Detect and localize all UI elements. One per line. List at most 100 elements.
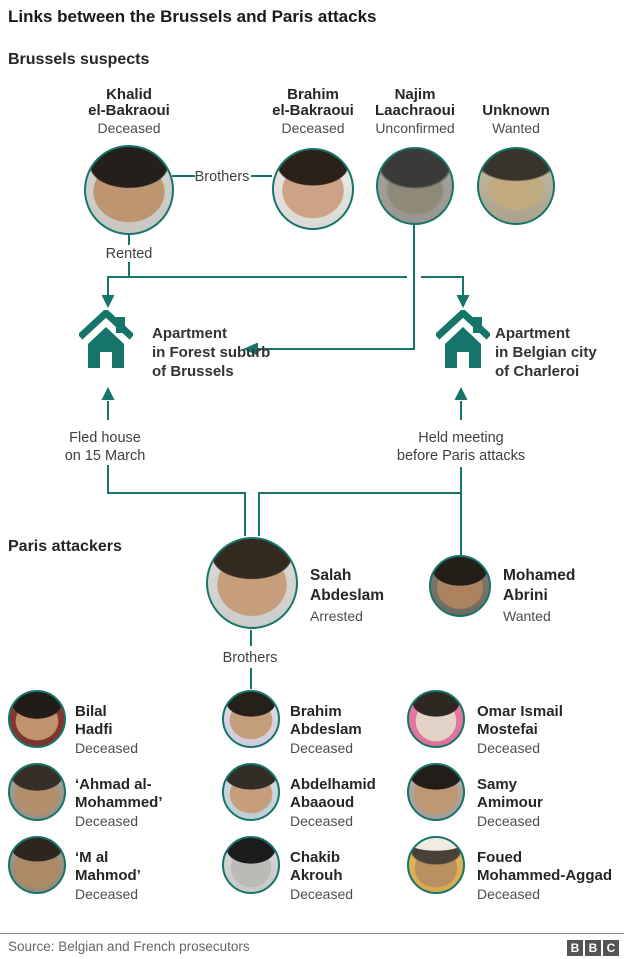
status-text: Deceased — [97, 120, 161, 136]
photo-mohamed-abrini — [429, 555, 491, 617]
apartment-line: of Charleroi — [495, 363, 580, 380]
apartment-charleroi-label: Apartment in Belgian city of Charleroi — [495, 324, 597, 381]
name-line: Abdeslam — [290, 721, 362, 738]
attacker-abaaoud-label: Abdelhamid Abaaoud Deceased — [290, 776, 376, 830]
attacker-abrini-label: Mohamed Abrini Wanted — [503, 566, 575, 626]
bbc-logo-block-2: B — [585, 940, 601, 956]
suspect-najim-label: Najim Laachraoui Unconfirmed — [350, 87, 480, 137]
name-line: ‘M al — [75, 849, 109, 866]
photo-chakib-akrouh — [222, 836, 280, 894]
arrow-up-forest-icon — [101, 387, 115, 400]
status-text: Deceased — [477, 886, 541, 902]
name-line: Amimour — [477, 794, 543, 811]
photo-khalid-el-bakraoui — [84, 145, 174, 235]
name-line: el-Bakraoui — [88, 102, 170, 119]
attacker-mahmod-label: ‘M al Mahmod’ Deceased — [75, 849, 141, 903]
name-line: Hadfi — [75, 721, 113, 738]
photo-brahim-el-bakraoui — [272, 148, 354, 230]
arrow-down-charleroi-icon — [456, 295, 470, 308]
name-line: Salah — [310, 567, 352, 584]
attacker-samy-label: Samy Amimour Deceased — [477, 776, 543, 830]
name-line: Brahim — [290, 703, 342, 720]
bbc-logo-block-3: C — [603, 940, 619, 956]
name-line: ‘Ahmad al- — [75, 776, 152, 793]
name-line: Laachraoui — [374, 102, 456, 119]
arrow-up-charleroi-icon — [454, 387, 468, 400]
section-brussels-suspects: Brussels suspects — [8, 51, 150, 68]
name-line: Mohammed’ — [75, 794, 163, 811]
apartment-line: of Brussels — [152, 363, 234, 380]
status-text: Wanted — [492, 120, 540, 136]
photo-najim-laachraoui — [376, 147, 454, 225]
suspect-brahim-bakraoui-label: Brahim el-Bakraoui Deceased — [248, 87, 378, 137]
name-line: Mohamed — [503, 567, 576, 584]
suspect-unknown-label: Unknown Wanted — [451, 103, 581, 137]
name-line: Mahmod’ — [75, 867, 141, 884]
apartment-line: in Forest suburb — [152, 344, 271, 361]
up-arrow-stems — [107, 401, 462, 420]
footer-divider — [0, 933, 624, 934]
fled-house-label: Fled house on 15 March — [40, 429, 170, 465]
page-title: Links between the Brussels and Paris att… — [8, 7, 377, 26]
photo-omar-mostefai — [407, 690, 465, 748]
attacker-omar-label: Omar Ismail Mostefai Deceased — [477, 703, 563, 757]
status-text: Unconfirmed — [375, 120, 455, 136]
source-credit: Source: Belgian and French prosecutors — [8, 939, 250, 954]
photo-unknown-suspect — [477, 147, 555, 225]
section-paris-attackers: Paris attackers — [8, 538, 122, 555]
suspect-khalid-label: Khalid el-Bakraoui Deceased — [64, 87, 194, 137]
name-line: Omar Ismail — [477, 703, 563, 720]
brothers-top-label: Brothers — [194, 169, 250, 185]
name-line: Khalid — [106, 86, 152, 103]
name-line: Abaaoud — [290, 794, 355, 811]
name-line: Abrini — [503, 587, 548, 604]
name-line: Abdelhamid — [290, 776, 376, 793]
photo-brahim-abdeslam — [222, 690, 280, 748]
label-line: before Paris attacks — [396, 448, 526, 464]
name-line: Mohammed-Aggad — [477, 867, 612, 884]
attacker-foued-label: Foued Mohammed-Aggad Deceased — [477, 849, 612, 903]
rented-label: Rented — [105, 246, 153, 262]
label-line: on 15 March — [64, 448, 146, 464]
status-text: Deceased — [75, 813, 139, 829]
status-text: Deceased — [281, 120, 345, 136]
status-text: Deceased — [75, 740, 139, 756]
name-line: Akrouh — [290, 867, 343, 884]
top-split-line — [107, 276, 464, 296]
photo-salah-abdeslam — [206, 537, 298, 629]
status-text: Deceased — [75, 886, 139, 902]
house-forest-icon — [79, 310, 133, 368]
attacker-chakib-label: Chakib Akrouh Deceased — [290, 849, 353, 903]
arrow-down-forest-icon — [101, 295, 115, 308]
photo-abdelhamid-abaaoud — [222, 763, 280, 821]
apartment-line: Apartment — [152, 325, 228, 342]
name-line: Abdeslam — [310, 587, 385, 604]
name-line: Foued — [477, 849, 522, 866]
name-line: Samy — [477, 776, 518, 793]
photo-ahmad-al-mohammed — [8, 763, 66, 821]
attacker-brahim-abdeslam-label: Brahim Abdeslam Deceased — [290, 703, 362, 757]
status-text: Wanted — [503, 608, 551, 624]
attacker-ahmad-label: ‘Ahmad al- Mohammed’ Deceased — [75, 776, 163, 830]
apartment-forest-label: Apartment in Forest suburb of Brussels — [152, 324, 270, 381]
salah-to-charleroi-line — [258, 492, 461, 536]
name-line: Bilal — [75, 703, 107, 720]
name-line: Mostefai — [477, 721, 538, 738]
name-line: el-Bakraoui — [272, 102, 354, 119]
status-text: Deceased — [290, 813, 354, 829]
forest-branch-to-salah-line — [107, 465, 246, 536]
status-text: Deceased — [477, 813, 541, 829]
status-text: Deceased — [290, 740, 354, 756]
name-line: Chakib — [290, 849, 341, 866]
attacker-bilal-label: Bilal Hadfi Deceased — [75, 703, 138, 757]
apartment-line: Apartment — [495, 325, 571, 342]
brothers-bottom-label: Brothers — [222, 650, 278, 666]
najim-to-forest-line — [258, 225, 415, 350]
photo-bilal-hadfi — [8, 690, 66, 748]
status-text: Arrested — [310, 608, 363, 624]
photo-foued-mohammed-aggad — [407, 836, 465, 894]
name-line: Unknown — [482, 102, 550, 119]
status-text: Deceased — [290, 886, 354, 902]
status-text: Deceased — [477, 740, 541, 756]
